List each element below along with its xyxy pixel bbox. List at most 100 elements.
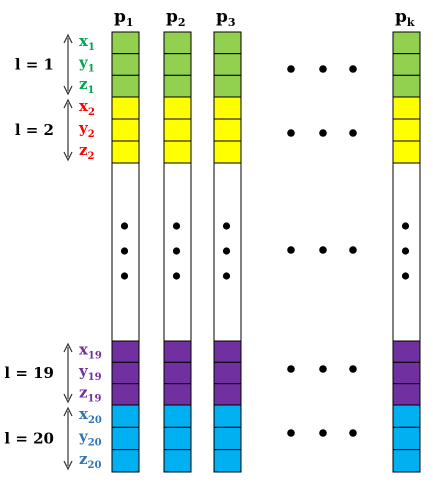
- arrow-head-down: [63, 393, 73, 404]
- dot: [319, 246, 327, 254]
- column-4: pk: [392, 7, 421, 473]
- dot: [120, 272, 129, 280]
- cell: [213, 361, 242, 385]
- variable-y1: y1: [78, 54, 95, 75]
- cell: [163, 383, 192, 406]
- column-header: p2: [166, 7, 186, 29]
- cell: [163, 96, 192, 120]
- dot: [222, 247, 231, 255]
- arrow-head-up: [63, 98, 73, 109]
- cell: [111, 31, 140, 55]
- cell: [213, 118, 242, 142]
- cell: [111, 426, 140, 451]
- cell: [213, 404, 242, 428]
- cell: [111, 340, 140, 363]
- variable-z19: z19: [79, 383, 101, 404]
- variable-y20: y20: [78, 428, 102, 449]
- cell: [111, 140, 140, 164]
- cell: [392, 340, 421, 363]
- cell: [111, 96, 140, 120]
- dot: [319, 65, 327, 73]
- cell: [392, 404, 421, 428]
- cell: [392, 383, 421, 406]
- column-2: p2: [163, 7, 192, 473]
- cell: [111, 383, 140, 406]
- dot: [287, 129, 295, 137]
- cell: [213, 96, 242, 120]
- cell: [111, 404, 140, 428]
- cell: [392, 118, 421, 142]
- dot: [172, 247, 181, 255]
- cell: [392, 53, 421, 76]
- cell: [163, 361, 192, 385]
- dot: [319, 365, 327, 373]
- dot: [401, 247, 410, 255]
- cell: [111, 53, 140, 76]
- dot: [120, 222, 129, 230]
- dot: [349, 365, 357, 373]
- cell: [163, 140, 192, 164]
- cell: [392, 426, 421, 451]
- dot: [287, 429, 295, 437]
- arrow-head-up: [63, 406, 73, 417]
- variable-z20: z20: [79, 450, 101, 471]
- dot: [222, 272, 231, 280]
- dot: [172, 272, 181, 280]
- variable-x19: x19: [79, 341, 102, 362]
- cell: [163, 31, 192, 55]
- cell: [111, 118, 140, 142]
- dot: [401, 222, 410, 230]
- dot: [120, 247, 129, 255]
- variable-z1: z1: [79, 75, 95, 96]
- variable-y2: y2: [78, 119, 95, 140]
- column-header: pk: [395, 7, 415, 29]
- cell: [163, 340, 192, 363]
- dot: [287, 246, 295, 254]
- arrow-head-down: [63, 85, 73, 96]
- cell: [213, 31, 242, 55]
- cell: [213, 340, 242, 363]
- cell: [111, 361, 140, 385]
- variable-y19: y19: [78, 362, 102, 383]
- variable-x2: x2: [79, 97, 95, 118]
- dot: [349, 129, 357, 137]
- variable-x20: x20: [79, 405, 102, 426]
- cell: [163, 426, 192, 451]
- cell: [163, 74, 192, 98]
- cell: [392, 449, 421, 473]
- cell: [163, 53, 192, 76]
- dot: [349, 246, 357, 254]
- dot: [319, 129, 327, 137]
- dot: [222, 222, 231, 230]
- cell: [213, 426, 242, 451]
- arrow-head-up: [63, 33, 73, 44]
- layer-label: l = 1: [15, 56, 54, 74]
- cell: [163, 449, 192, 473]
- dot: [401, 272, 410, 280]
- arrow-head-up: [63, 342, 73, 353]
- dot: [172, 222, 181, 230]
- cell: [111, 74, 140, 98]
- dot: [319, 429, 327, 437]
- cell: [392, 140, 421, 164]
- column-1: p1: [111, 7, 140, 473]
- arrow-head-down: [63, 151, 73, 162]
- cell: [392, 31, 421, 55]
- column-header: p1: [114, 7, 134, 29]
- column-header: p3: [216, 7, 236, 29]
- cell: [213, 449, 242, 473]
- arrow-head-down: [63, 460, 73, 471]
- dot: [349, 429, 357, 437]
- dot: [349, 65, 357, 73]
- columns: p1 p2 p3 pk: [111, 7, 421, 473]
- cell: [392, 96, 421, 120]
- dot: [287, 365, 295, 373]
- cell: [163, 404, 192, 428]
- cell: [213, 140, 242, 164]
- cell: [213, 383, 242, 406]
- ellipsis-dots: [287, 65, 357, 437]
